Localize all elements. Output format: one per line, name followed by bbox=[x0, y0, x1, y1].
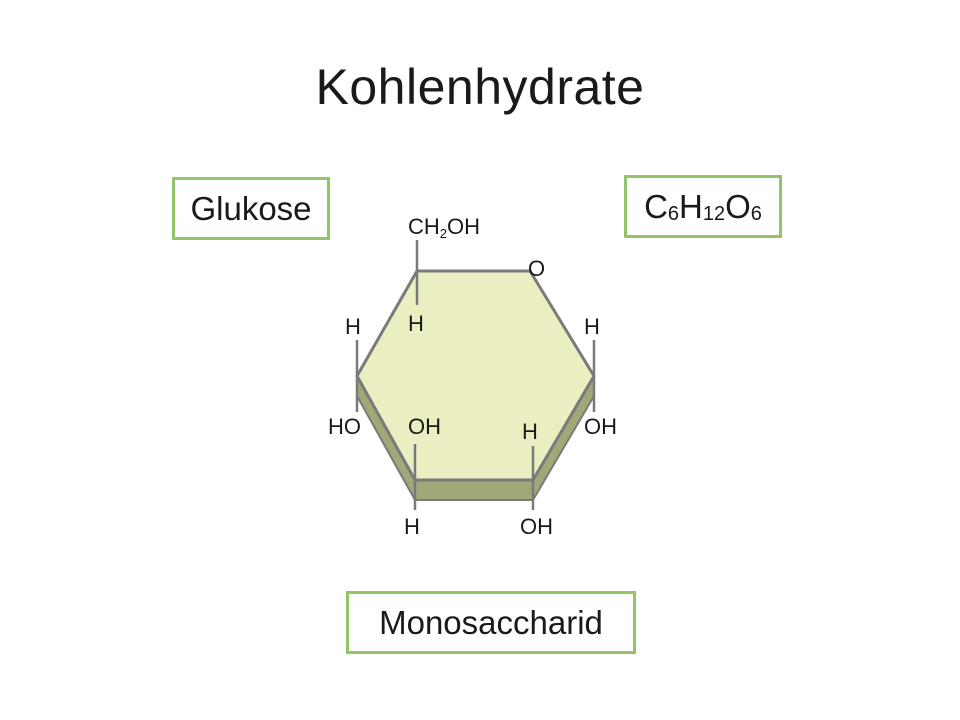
ring-side-front bbox=[414, 479, 534, 501]
c1-h-label: H bbox=[584, 314, 600, 339]
c4-oh-label: HO bbox=[328, 414, 361, 439]
formula-h-count: 12 bbox=[702, 203, 726, 225]
c3-oh-label: OH bbox=[408, 414, 441, 439]
c2-h-top-label: H bbox=[522, 419, 538, 444]
monosaccharid-label: Monosaccharid bbox=[346, 591, 636, 654]
formula-o: O bbox=[725, 187, 751, 225]
formula-c: C bbox=[644, 187, 668, 225]
c5-h-label: H bbox=[408, 311, 424, 336]
c6-group-label: CH2OH bbox=[408, 214, 480, 241]
slide-title: Kohlenhydrate bbox=[315, 59, 645, 115]
c6-group-ch: CH bbox=[408, 214, 440, 239]
c1-oh-label: OH bbox=[584, 414, 617, 439]
c6-group-sub: 2 bbox=[440, 226, 447, 241]
c6-group-oh: OH bbox=[447, 214, 480, 239]
formula-o-count: 6 bbox=[750, 203, 762, 225]
glukose-label: Glukose bbox=[172, 177, 330, 240]
c4-h-label: H bbox=[345, 314, 361, 339]
formula-h: H bbox=[679, 187, 703, 225]
ring-oxygen-label: O bbox=[528, 256, 545, 281]
c2-oh-label: OH bbox=[520, 514, 553, 539]
glukose-text: Glukose bbox=[190, 189, 312, 227]
monosaccharid-text: Monosaccharid bbox=[379, 603, 603, 641]
c3-h-label: H bbox=[404, 514, 420, 539]
formula-c-count: 6 bbox=[667, 203, 680, 225]
